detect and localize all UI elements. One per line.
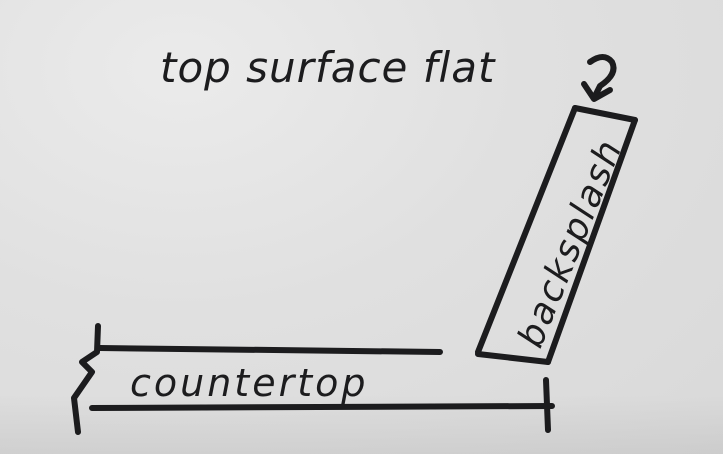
backsplash-right-edge	[545, 117, 638, 365]
backsplash-left-edge	[475, 105, 578, 355]
backsplash-outline	[475, 105, 638, 365]
countertop-top-edge	[97, 345, 443, 355]
caption-text: top surface flat	[160, 43, 496, 92]
hooked-arrow-icon	[581, 54, 617, 102]
break-line	[71, 323, 101, 435]
countertop-label: countertop	[130, 361, 368, 405]
countertop-outline	[71, 323, 555, 435]
backsplash-bottom-edge	[475, 351, 551, 365]
backsplash-label: backsplash	[510, 133, 631, 353]
countertop-right-edge	[543, 377, 551, 433]
countertop-bottom-edge	[89, 403, 555, 411]
backsplash-top-edge	[572, 105, 638, 123]
